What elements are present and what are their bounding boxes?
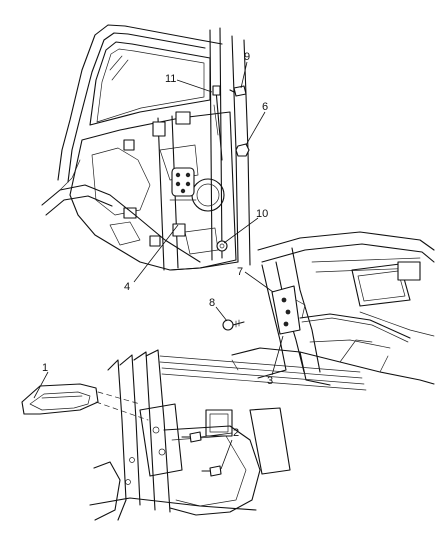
- exterior-handle: [21, 383, 99, 415]
- door-regulator-view: [41, 24, 251, 271]
- callout-7: 7: [237, 266, 243, 278]
- handle-screw-lower: [201, 465, 222, 477]
- callout-1: 1: [42, 362, 48, 374]
- callout-3: 3: [267, 375, 273, 387]
- callout-9: 9: [244, 51, 250, 63]
- callout-2: 2: [233, 427, 239, 439]
- door-handle-view: [21, 349, 367, 521]
- callout-11: 11: [165, 73, 176, 85]
- callout-labels: 11 9 6 10 4 7 8 3 1 2: [42, 51, 273, 439]
- handle-screw-upper: [181, 431, 202, 443]
- regulator-motor: [169, 167, 197, 201]
- nut-6: [235, 143, 250, 157]
- door-latch: [271, 285, 306, 335]
- callout-10: 10: [256, 208, 268, 220]
- door-latch-view: [222, 231, 435, 386]
- latch-screw-8: [222, 319, 245, 331]
- fastener-10: [216, 240, 228, 252]
- screw-9: [229, 85, 247, 97]
- callout-8: 8: [209, 297, 215, 309]
- leader-lines: [33, 61, 284, 470]
- callout-6: 6: [262, 101, 268, 113]
- callout-4: 4: [124, 281, 130, 293]
